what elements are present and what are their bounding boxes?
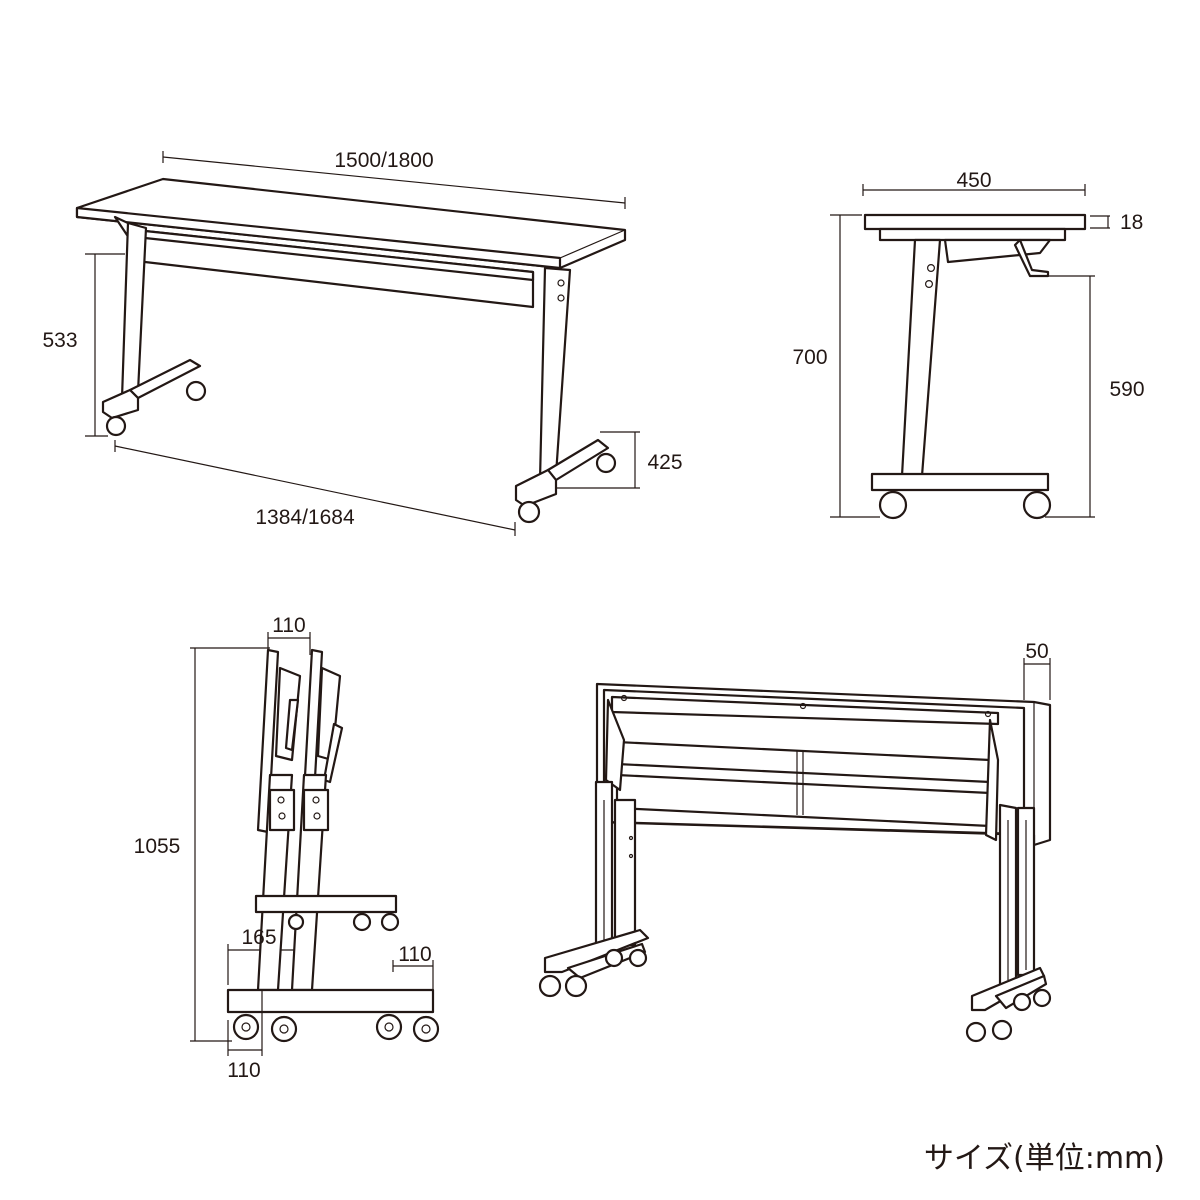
- label-top-thickness: 18: [1120, 211, 1143, 234]
- label-caster-a: 110: [227, 1059, 260, 1082]
- folded-side-view: [190, 632, 440, 1056]
- label-base-depth-a: 165: [241, 926, 276, 949]
- caption: サイズ(単位:mm): [924, 1141, 1165, 1176]
- folded-perspective-view: [538, 658, 1052, 1043]
- label-leg-span: 1384/1684: [255, 506, 355, 529]
- label-caster-b: 110: [398, 943, 431, 966]
- label-folded-thickness: 50: [1025, 640, 1048, 663]
- label-folded-depth: 110: [272, 614, 305, 637]
- side-view: [830, 184, 1110, 520]
- label-width: 1500/1800: [334, 149, 433, 172]
- label-total-height: 700: [792, 346, 827, 369]
- perspective-view: [75, 151, 640, 536]
- label-folded-height: 1055: [134, 835, 181, 858]
- label-height: 533: [42, 329, 77, 352]
- label-depth: 450: [956, 169, 991, 192]
- label-under-clearance: 590: [1109, 378, 1144, 401]
- label-base-depth: 425: [647, 451, 682, 474]
